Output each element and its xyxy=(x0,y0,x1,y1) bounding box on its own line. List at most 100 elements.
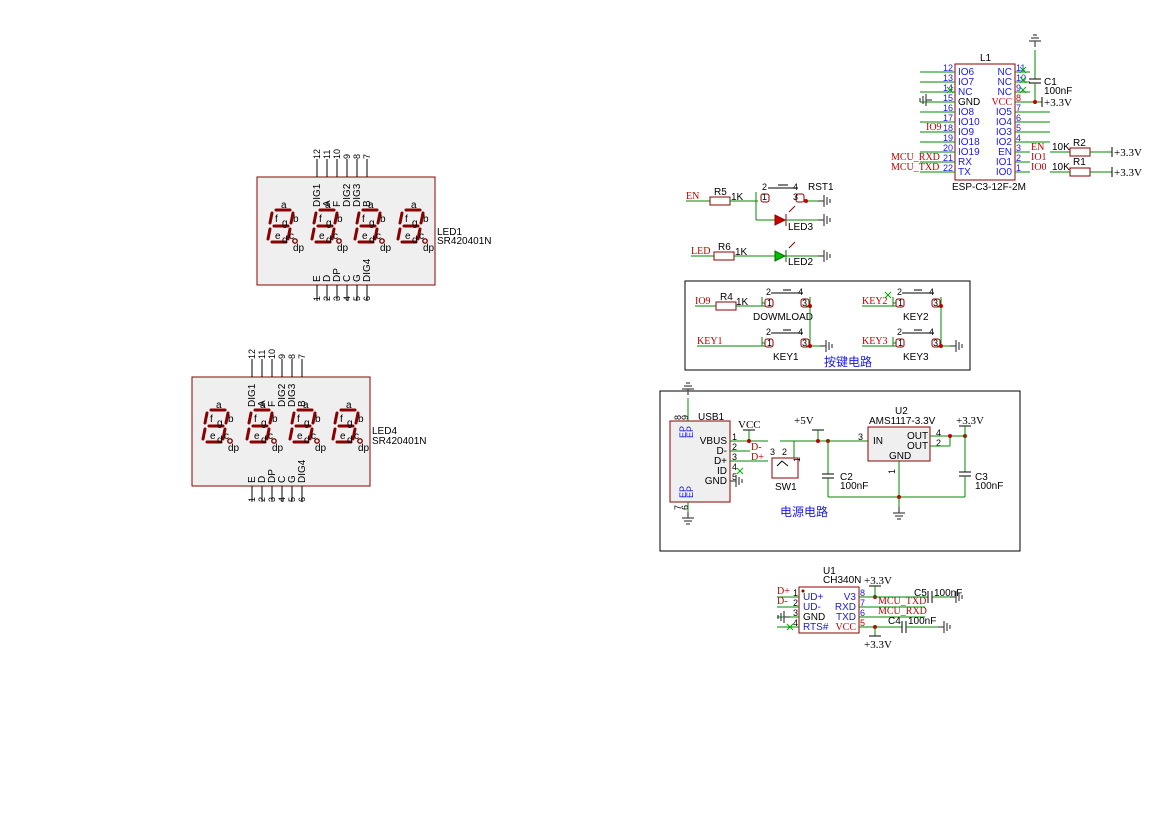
esp-left-pin-name: GND xyxy=(958,97,980,108)
ch340-left-pin-name: UD- xyxy=(803,602,821,613)
ch340-net-dm: D- xyxy=(777,596,788,607)
esp-right-pin-name: NC xyxy=(998,77,1012,88)
usb-pin-name: VBUS xyxy=(700,436,728,447)
esp-right-pin-name: NC xyxy=(998,87,1012,98)
led4-top-pin-num: 8 xyxy=(287,354,297,359)
segment-label-d: d xyxy=(369,235,375,246)
led1-bottom-pin-label: DP xyxy=(332,268,343,282)
u2-gnd: GND xyxy=(889,451,911,462)
segment-label-c: c xyxy=(289,231,294,242)
segment-label-g: g xyxy=(261,418,267,429)
u2-pin-out2: 2 xyxy=(936,438,941,448)
usb-pin-num: 5 xyxy=(732,472,737,482)
segment-label-b: b xyxy=(228,414,234,425)
sw-key1-pin4: 4 xyxy=(798,327,803,337)
segment-label-c: c xyxy=(333,231,338,242)
sw-key3-pin1: 1 xyxy=(898,338,903,348)
segment-label-f: f xyxy=(275,214,278,225)
r6-designator: R6 xyxy=(718,242,731,253)
ch340-left-pin-num: 1 xyxy=(793,588,798,598)
ch340-right-pin-num: 6 xyxy=(860,608,865,618)
usb-net-dm: D- xyxy=(751,442,762,453)
ch340-right-pin-name: RXD xyxy=(835,602,856,613)
led1-bottom-pin-num: 6 xyxy=(362,296,372,301)
segment-label-d: d xyxy=(326,235,332,246)
sw-key2-pad-3 xyxy=(931,298,941,308)
esp-left-pin-num: 12 xyxy=(943,63,953,73)
sw-download-pin3: 3 xyxy=(802,298,807,308)
esp-net-io9: IO9 xyxy=(926,122,942,133)
segment-label-b: b xyxy=(423,214,429,225)
ch340-left-pin-name: GND xyxy=(803,612,825,623)
segment-label-e: e xyxy=(275,231,281,242)
segment-label-a: a xyxy=(281,200,287,211)
segment-label-f: f xyxy=(340,414,343,425)
led4-top-pin-label: DIG1 xyxy=(247,383,258,407)
segment-label-b: b xyxy=(293,214,299,225)
led4-part: SR420401N xyxy=(372,436,426,447)
c3-designator: C3 xyxy=(975,472,988,483)
esp-right-pin-name: IO4 xyxy=(996,117,1013,128)
u2-pin-out1: 4 xyxy=(936,428,941,438)
led1-top-pin-num: 7 xyxy=(362,154,372,159)
esp-right-pin-num: 7 xyxy=(1016,103,1021,113)
ch340-left-pin-num: 3 xyxy=(793,608,798,618)
esp-left-pin-name: IO18 xyxy=(958,137,980,148)
esp-left-pin-num: 15 xyxy=(943,93,953,103)
segment-label-e: e xyxy=(297,431,303,442)
led2-circuit: LED R6 1K LED2 xyxy=(691,241,831,268)
esp-right-pin-num: 4 xyxy=(1016,133,1021,143)
usb-pin-num: 1 xyxy=(732,432,737,442)
segment-label-g: g xyxy=(326,218,332,229)
key-net-key2: KEY2 xyxy=(862,296,888,307)
led4-bottom-pin-num: 3 xyxy=(267,497,277,502)
led1-top-pin-label: B xyxy=(362,200,373,207)
sw1-pin3: 3 xyxy=(770,447,775,457)
rst-pin2: 2 xyxy=(762,182,767,192)
led1-top-pin-label: F xyxy=(332,201,343,207)
ch340-net-mcu-txd: MCU_TXD xyxy=(878,596,926,607)
led4-bottom-pin-num: 6 xyxy=(297,497,307,502)
sw-key2-label: KEY2 xyxy=(903,312,929,323)
reset-circuit: EN R5 1K 2 4 1 3 RST1 LED3 xyxy=(686,182,834,233)
segment-label-dp: dp xyxy=(272,443,284,454)
led4-bottom-pin-num: 5 xyxy=(287,497,297,502)
led2-designator: LED2 xyxy=(788,257,813,268)
led1-top-pin-num: 10 xyxy=(332,149,342,159)
ch340-right-pin-name: V3 xyxy=(844,592,857,603)
led4-bottom-pin-label: E xyxy=(247,476,258,483)
esp-designator: L1 xyxy=(980,53,992,64)
led1-top-pin-num: 9 xyxy=(342,154,352,159)
segment-label-a: a xyxy=(411,200,417,211)
sw-key3-pin3: 3 xyxy=(933,338,938,348)
key-net-io9: IO9 xyxy=(695,296,711,307)
segment-label-g: g xyxy=(282,218,288,229)
sw-download-label: DOWMLOAD xyxy=(753,312,813,323)
esp-right-pin-name: IO1 xyxy=(996,157,1013,168)
ch340-right-pin-num: 7 xyxy=(860,598,865,608)
led1-bottom-pin-num: 1 xyxy=(312,296,322,301)
r4-designator: R4 xyxy=(720,292,733,303)
segment-label-a: a xyxy=(260,400,266,411)
led1-bottom-pin-num: 5 xyxy=(352,296,362,301)
segment-label-g: g xyxy=(217,418,223,429)
ch340-left-pin-num: 4 xyxy=(793,618,798,628)
segment-label-e: e xyxy=(210,431,216,442)
segment-label-g: g xyxy=(412,218,418,229)
led3-designator: LED3 xyxy=(788,222,813,233)
ch340-supply-bottom: +3.3V xyxy=(864,639,892,651)
r2-designator: R2 xyxy=(1073,138,1086,149)
esp-right-pin-num: 8 xyxy=(1016,93,1021,103)
usb-pin-name: D- xyxy=(716,446,727,457)
segment-label-d: d xyxy=(282,235,288,246)
usb-pin-name: D+ xyxy=(714,456,727,467)
r1-supply: +3.3V xyxy=(1114,167,1142,179)
sw-key2-pin1: 1 xyxy=(898,298,903,308)
led4-bottom-pin-label: C xyxy=(277,476,288,483)
esp-left-pin-num: 16 xyxy=(943,103,953,113)
led1-bottom-pin-label: C xyxy=(342,275,353,282)
usb-pin-name: ID xyxy=(717,466,727,477)
